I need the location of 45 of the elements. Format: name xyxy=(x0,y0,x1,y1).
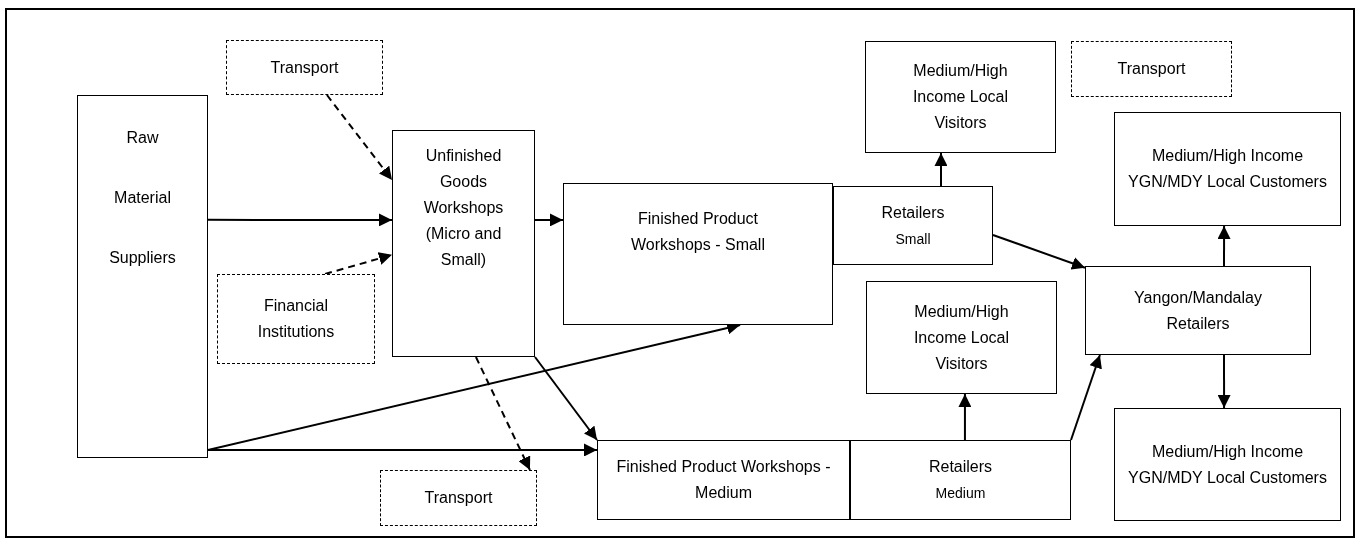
node-label: Yangon/Mandalay Retailers xyxy=(1133,287,1263,334)
node-label: Small xyxy=(895,229,931,249)
node-label: Unfinished Goods Workshops (Micro and Small) xyxy=(422,146,505,270)
arrow xyxy=(934,152,948,187)
arrow xyxy=(207,213,393,227)
node-label: Finished Product Workshops - Small xyxy=(630,209,766,255)
node-label: Medium/High Income Local Visitors xyxy=(911,61,1010,133)
node-label: Financial Institutions xyxy=(256,296,336,342)
node-label: Medium/High Income YGN/MDY Local Customers xyxy=(1127,146,1328,192)
node-label: Medium/High Income Local Visitors xyxy=(912,301,1011,374)
support-box xyxy=(226,40,383,95)
process-box xyxy=(850,440,1071,520)
process-box xyxy=(563,183,833,325)
node-label: Retailers xyxy=(881,202,945,223)
node-label: Retailers xyxy=(928,457,993,477)
process-box xyxy=(597,440,850,520)
customer-box xyxy=(1114,112,1341,226)
arrow xyxy=(207,443,598,457)
support-box xyxy=(217,274,375,364)
customer-box xyxy=(1114,408,1341,521)
node-label: Medium xyxy=(935,484,986,503)
process-box xyxy=(833,186,993,265)
support-box xyxy=(1071,41,1232,97)
arrow xyxy=(958,393,972,441)
arrow xyxy=(1217,225,1231,267)
arrow xyxy=(1070,354,1102,441)
node-label: Finished Product Workshops - Medium xyxy=(615,457,832,503)
process-box xyxy=(1085,266,1311,355)
node-label: Transport xyxy=(424,488,493,508)
dashed-arrow xyxy=(324,252,393,275)
process-box xyxy=(392,130,535,357)
customer-box xyxy=(865,41,1056,153)
support-box xyxy=(380,470,537,526)
process-box xyxy=(77,95,208,458)
node-label: Raw Material Suppliers xyxy=(108,128,177,268)
dashed-arrow xyxy=(325,94,393,181)
node-label: Medium/High Income YGN/MDY Local Customers xyxy=(1127,441,1328,488)
arrow xyxy=(992,234,1086,270)
node-label: Transport xyxy=(270,57,339,78)
arrow xyxy=(534,213,564,227)
arrow xyxy=(1217,354,1231,409)
arrow xyxy=(534,356,598,441)
customer-box xyxy=(866,281,1057,394)
dashed-arrow xyxy=(474,356,531,471)
node-label: Transport xyxy=(1117,59,1186,79)
